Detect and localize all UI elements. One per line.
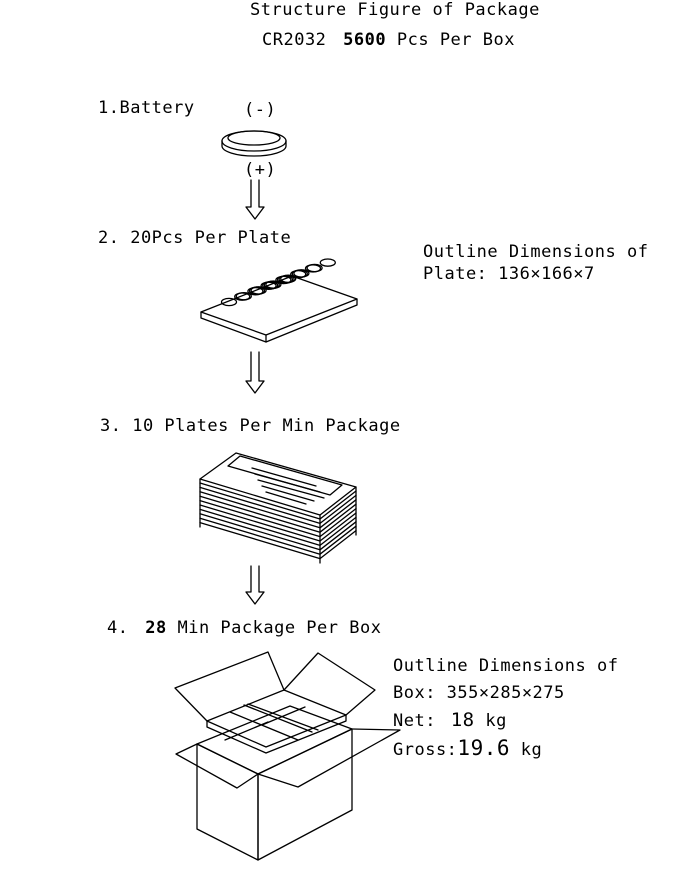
diagram-subtitle: CR2032 5600 Pcs Per Box <box>262 30 515 50</box>
step4-quantity: 28 <box>145 618 167 638</box>
tray-cell <box>220 297 238 307</box>
step3-label: 3. 10 Plates Per Min Package <box>100 416 401 436</box>
net-weight: Net: 18 kg <box>393 709 507 731</box>
down-arrow-icon <box>245 351 265 394</box>
model-name: CR2032 <box>262 30 327 50</box>
stacked-plates-icon <box>199 452 357 564</box>
plate-dimensions-line1: Outline Dimensions of <box>423 242 649 262</box>
quantity-per-box: 5600 <box>343 30 387 50</box>
tray-cell <box>275 275 292 285</box>
open-box-icon <box>174 651 401 861</box>
gross-weight-unit: kg <box>520 740 543 760</box>
down-arrow-icon <box>245 179 265 220</box>
net-weight-value: 18 <box>450 709 475 731</box>
tray-cell <box>319 258 336 267</box>
stack-edges <box>199 478 357 564</box>
step1-label: 1.Battery <box>98 98 195 118</box>
step4-text: Min Package Per Box <box>177 618 382 638</box>
net-weight-label: Net: <box>393 711 436 731</box>
net-weight-unit: kg <box>485 711 507 731</box>
box-dimensions-line1: Outline Dimensions of <box>393 656 619 676</box>
down-arrow-icon <box>245 565 265 605</box>
gross-weight-label: Gross: <box>393 740 458 760</box>
gross-weight: Gross:19.6 kg <box>393 736 542 760</box>
step4-number: 4. <box>107 618 129 638</box>
tray-cell <box>290 269 307 279</box>
tray-cell <box>247 286 264 296</box>
plate-dimensions-line2: Plate: 136×166×7 <box>423 264 595 284</box>
step4-label: 4. 28 Min Package Per Box <box>107 618 381 638</box>
tray-plate-icon <box>200 258 358 343</box>
tray-cell <box>234 292 251 301</box>
quantity-suffix: Pcs Per Box <box>396 30 515 50</box>
battery-positive-label: (+) <box>244 160 277 180</box>
tray-cell <box>304 264 322 273</box>
tray-cell <box>260 281 277 291</box>
step2-label: 2. 20Pcs Per Plate <box>98 228 292 248</box>
gross-weight-value: 19.6 <box>457 736 510 760</box>
coin-battery-icon <box>221 130 287 157</box>
box-dimensions-line2: Box: 355×285×275 <box>393 683 565 703</box>
diagram-title: Structure Figure of Package <box>250 0 540 20</box>
battery-negative-label: (-) <box>244 100 277 120</box>
